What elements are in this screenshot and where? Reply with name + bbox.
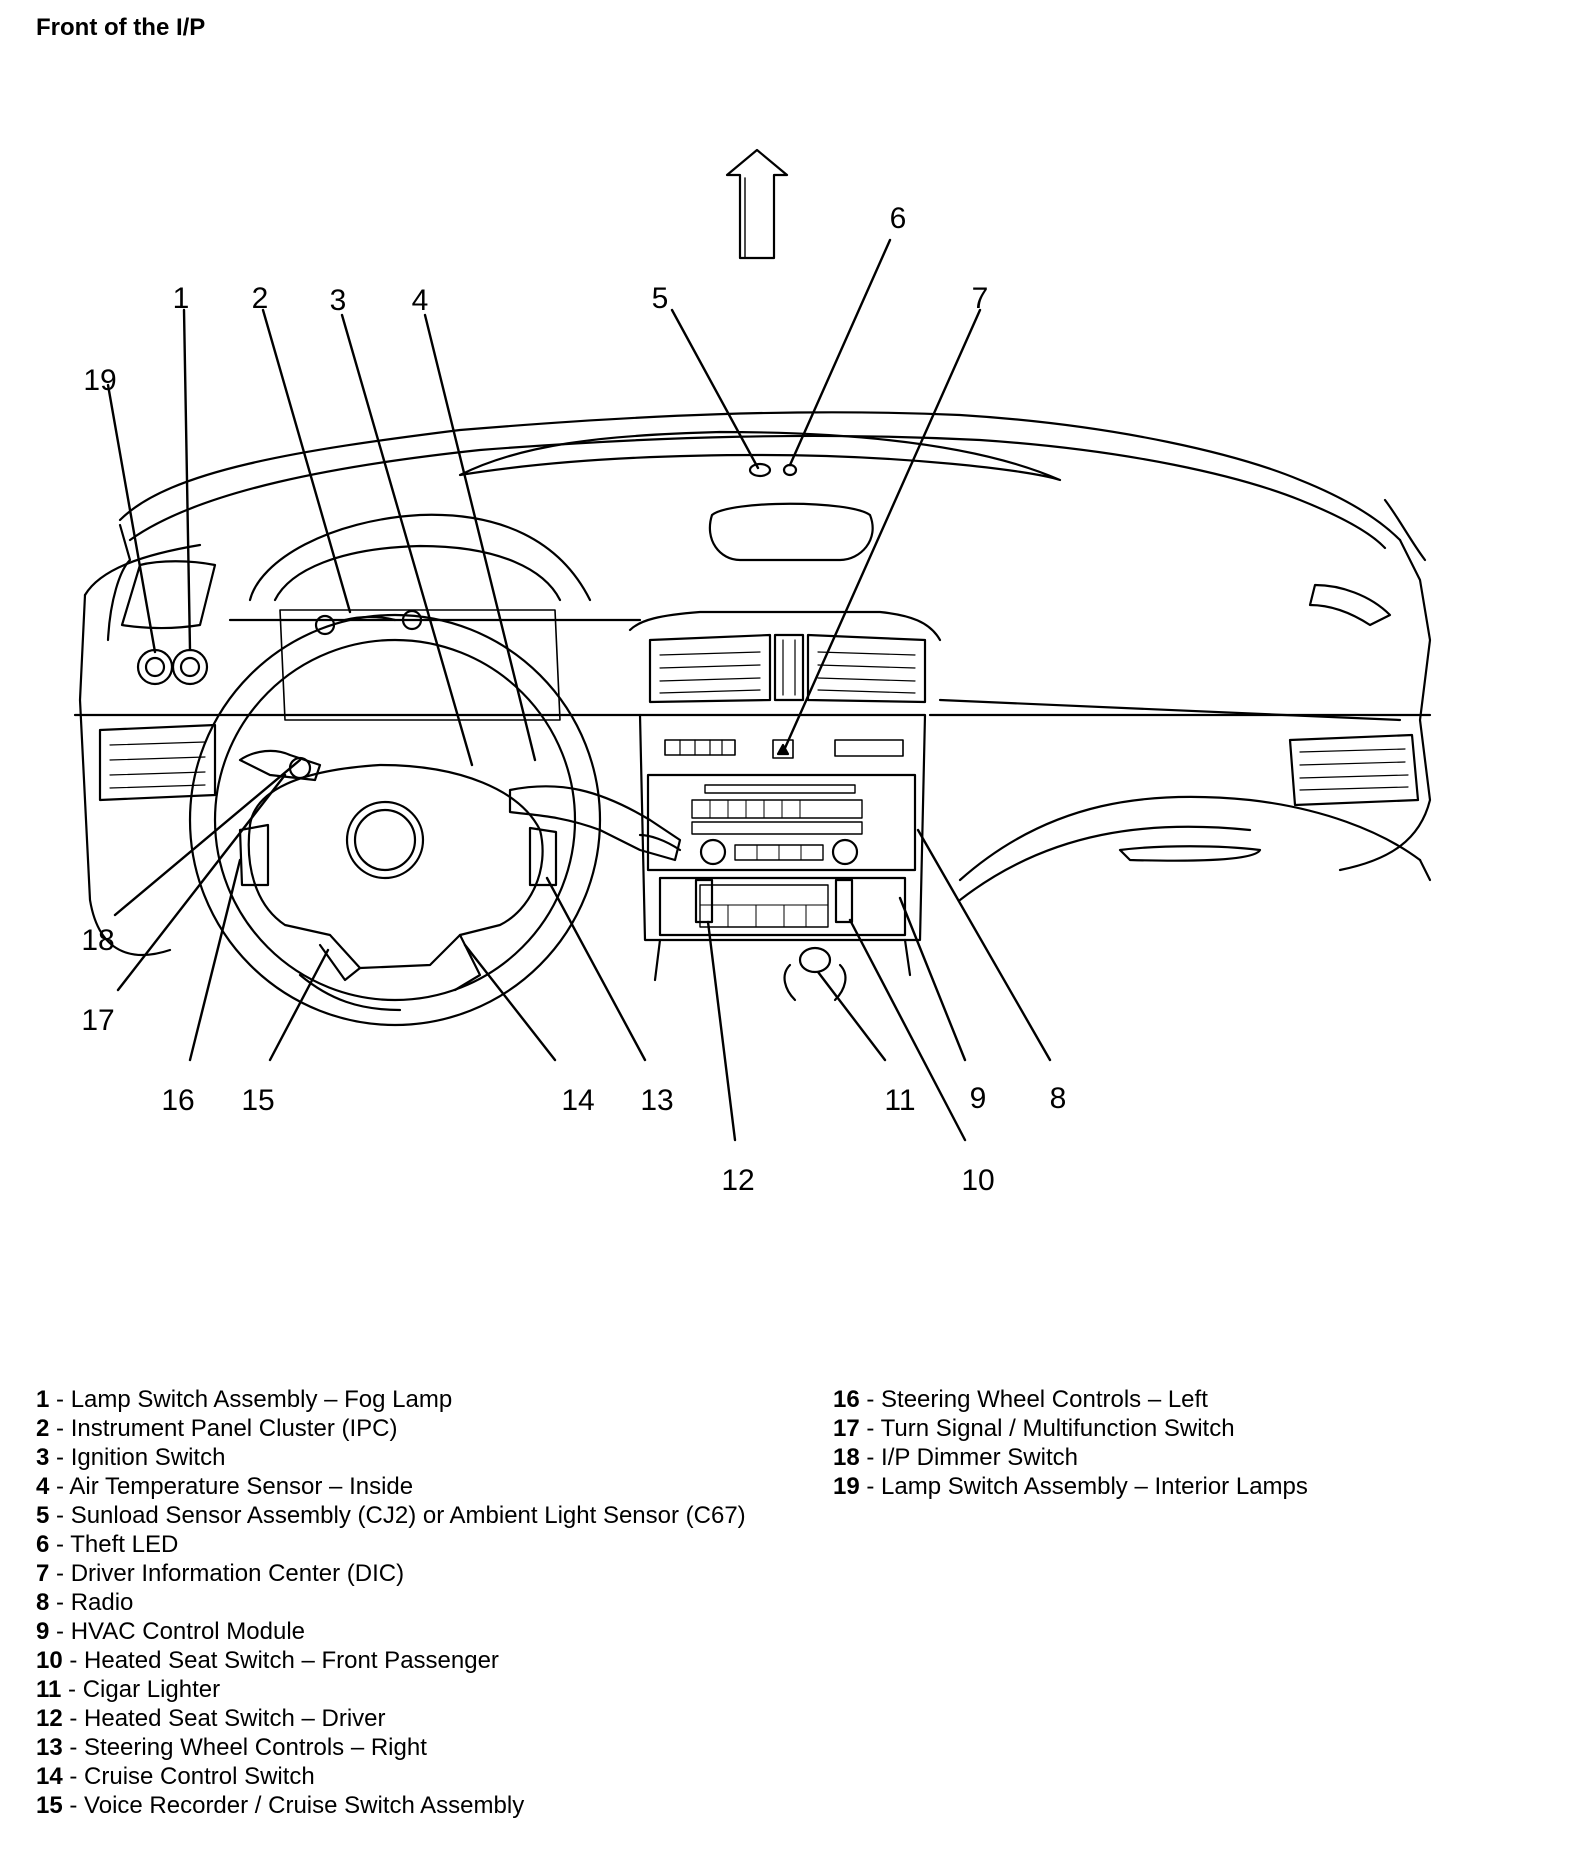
dash-top [118,411,1402,542]
callout-19: 19 [83,364,116,397]
callout-4: 4 [412,284,429,317]
callout-1: 1 [173,282,190,315]
callout-11: 11 [884,1084,915,1117]
fog-lamp-knob [171,648,209,686]
callout-16: 16 [161,1084,194,1117]
callout-18: 18 [81,924,114,957]
legend-item: 16 - Steering Wheel Controls – Left [833,1386,1208,1413]
callout-7: 7 [972,282,989,315]
legend-item: 7 - Driver Information Center (DIC) [36,1560,405,1587]
callout-17: 17 [81,1004,114,1037]
legend-item: 1 - Lamp Switch Assembly – Fog Lamp [36,1386,453,1413]
legend-item: 4 - Air Temperature Sensor – Inside [36,1473,414,1500]
hvac-control [658,876,907,937]
heated-seat-switch-passenger [834,878,854,924]
legend-column-left: 1 - Lamp Switch Assembly – Fog Lamp 2 - … [36,1385,746,1820]
legend-item: 6 - Theft LED [36,1531,179,1558]
callout-15: 15 [241,1084,274,1117]
callout-5: 5 [652,282,669,315]
legend-item: 5 - Sunload Sensor Assembly (CJ2) or Amb… [36,1502,746,1529]
callout-13: 13 [640,1084,673,1117]
legend-item: 18 - I/P Dimmer Switch [833,1444,1078,1471]
legend-item: 15 - Voice Recorder / Cruise Switch Asse… [36,1792,525,1819]
legend-item: 14 - Cruise Control Switch [36,1763,315,1790]
legend-column-right: 16 - Steering Wheel Controls – Left 17 -… [833,1385,1308,1501]
instrument-panel-diagram: 1 2 3 4 5 6 7 8 9 10 11 12 13 14 15 16 1… [73,148,1432,1197]
legend-item: 9 - HVAC Control Module [36,1618,306,1645]
center-vent-right [806,633,927,704]
radio [646,773,917,872]
center-stack [638,713,927,942]
page-title: Front of the I/P [36,14,206,41]
cigar-lighter [798,946,832,974]
legend-item: 8 - Radio [36,1589,134,1616]
legend-item: 3 - Ignition Switch [36,1444,226,1471]
legend-item: 10 - Heated Seat Switch – Front Passenge… [36,1647,499,1674]
callout-12: 12 [721,1164,754,1197]
legend-item: 19 - Lamp Switch Assembly – Interior Lam… [833,1473,1308,1500]
legend-item: 12 - Heated Seat Switch – Driver [36,1705,386,1732]
legend-item: 17 - Turn Signal / Multifunction Switch [833,1415,1235,1442]
callout-2: 2 [252,282,269,315]
steering-wheel [188,613,602,1027]
legend-item: 11 - Cigar Lighter [36,1676,221,1703]
callout-10: 10 [961,1164,994,1197]
interior-lamp-knob [136,648,174,686]
callout-3: 3 [330,284,347,317]
callout-14: 14 [561,1084,594,1117]
center-vent-left [648,633,772,704]
legend-item: 2 - Instrument Panel Cluster (IPC) [36,1415,398,1442]
heated-seat-switch-driver [694,878,714,924]
callout-8: 8 [1050,1082,1067,1115]
callout-9: 9 [970,1082,987,1115]
legend-item: 13 - Steering Wheel Controls – Right [36,1734,427,1761]
callout-6: 6 [890,202,907,235]
forward-arrow-icon [725,148,789,260]
